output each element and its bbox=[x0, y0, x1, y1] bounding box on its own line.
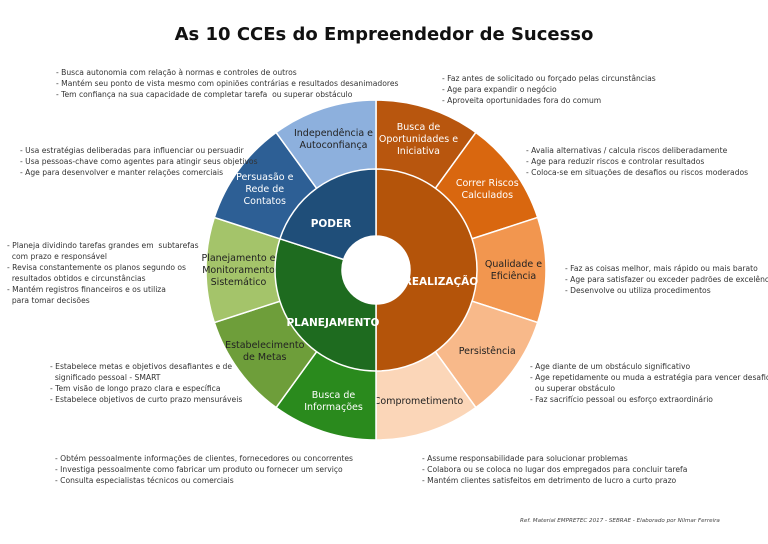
note-independencia: - Busca autonomia com relação à normas e… bbox=[56, 68, 399, 99]
note-qualidade: - Faz as coisas melhor, mais rápido ou m… bbox=[565, 264, 768, 295]
note-informacoes: - Obtém pessoalmente informações de clie… bbox=[55, 454, 353, 485]
note-metas: - Estabelece metas e objetivos desafiant… bbox=[50, 362, 243, 404]
group-label-poder: PODER bbox=[311, 218, 352, 230]
group-label-planejamento: PLANEJAMENTO bbox=[286, 317, 379, 329]
note-planejamento: - Planeja dividindo tarefas grandes em s… bbox=[7, 241, 199, 305]
note-persuasao: - Usa estratégias deliberadas para influ… bbox=[20, 146, 258, 177]
note-oportunidades: - Faz antes de solicitado ou forçado pel… bbox=[442, 74, 656, 105]
note-riscos: - Avalia alternativas / calcula riscos d… bbox=[526, 146, 749, 177]
page-title: As 10 CCEs do Empreendedor de Sucesso bbox=[174, 24, 594, 45]
segment-label-comprometimento: Comprometimento bbox=[374, 396, 464, 407]
footer-reference: Ref. Material EMPRETEC 2017 - SEBRAE - E… bbox=[520, 518, 720, 524]
segment-label-persistencia: Persistência bbox=[459, 346, 516, 357]
note-persistencia: - Age diante de um obstáculo significati… bbox=[530, 362, 768, 404]
note-comprometimento: - Assume responsabilidade para soluciona… bbox=[422, 454, 688, 485]
center-hub bbox=[342, 236, 410, 304]
group-label-realizacao: REALIZAÇÃO bbox=[404, 275, 479, 288]
group-sector-realizacao bbox=[375, 168, 478, 372]
inner-ring bbox=[274, 168, 478, 372]
